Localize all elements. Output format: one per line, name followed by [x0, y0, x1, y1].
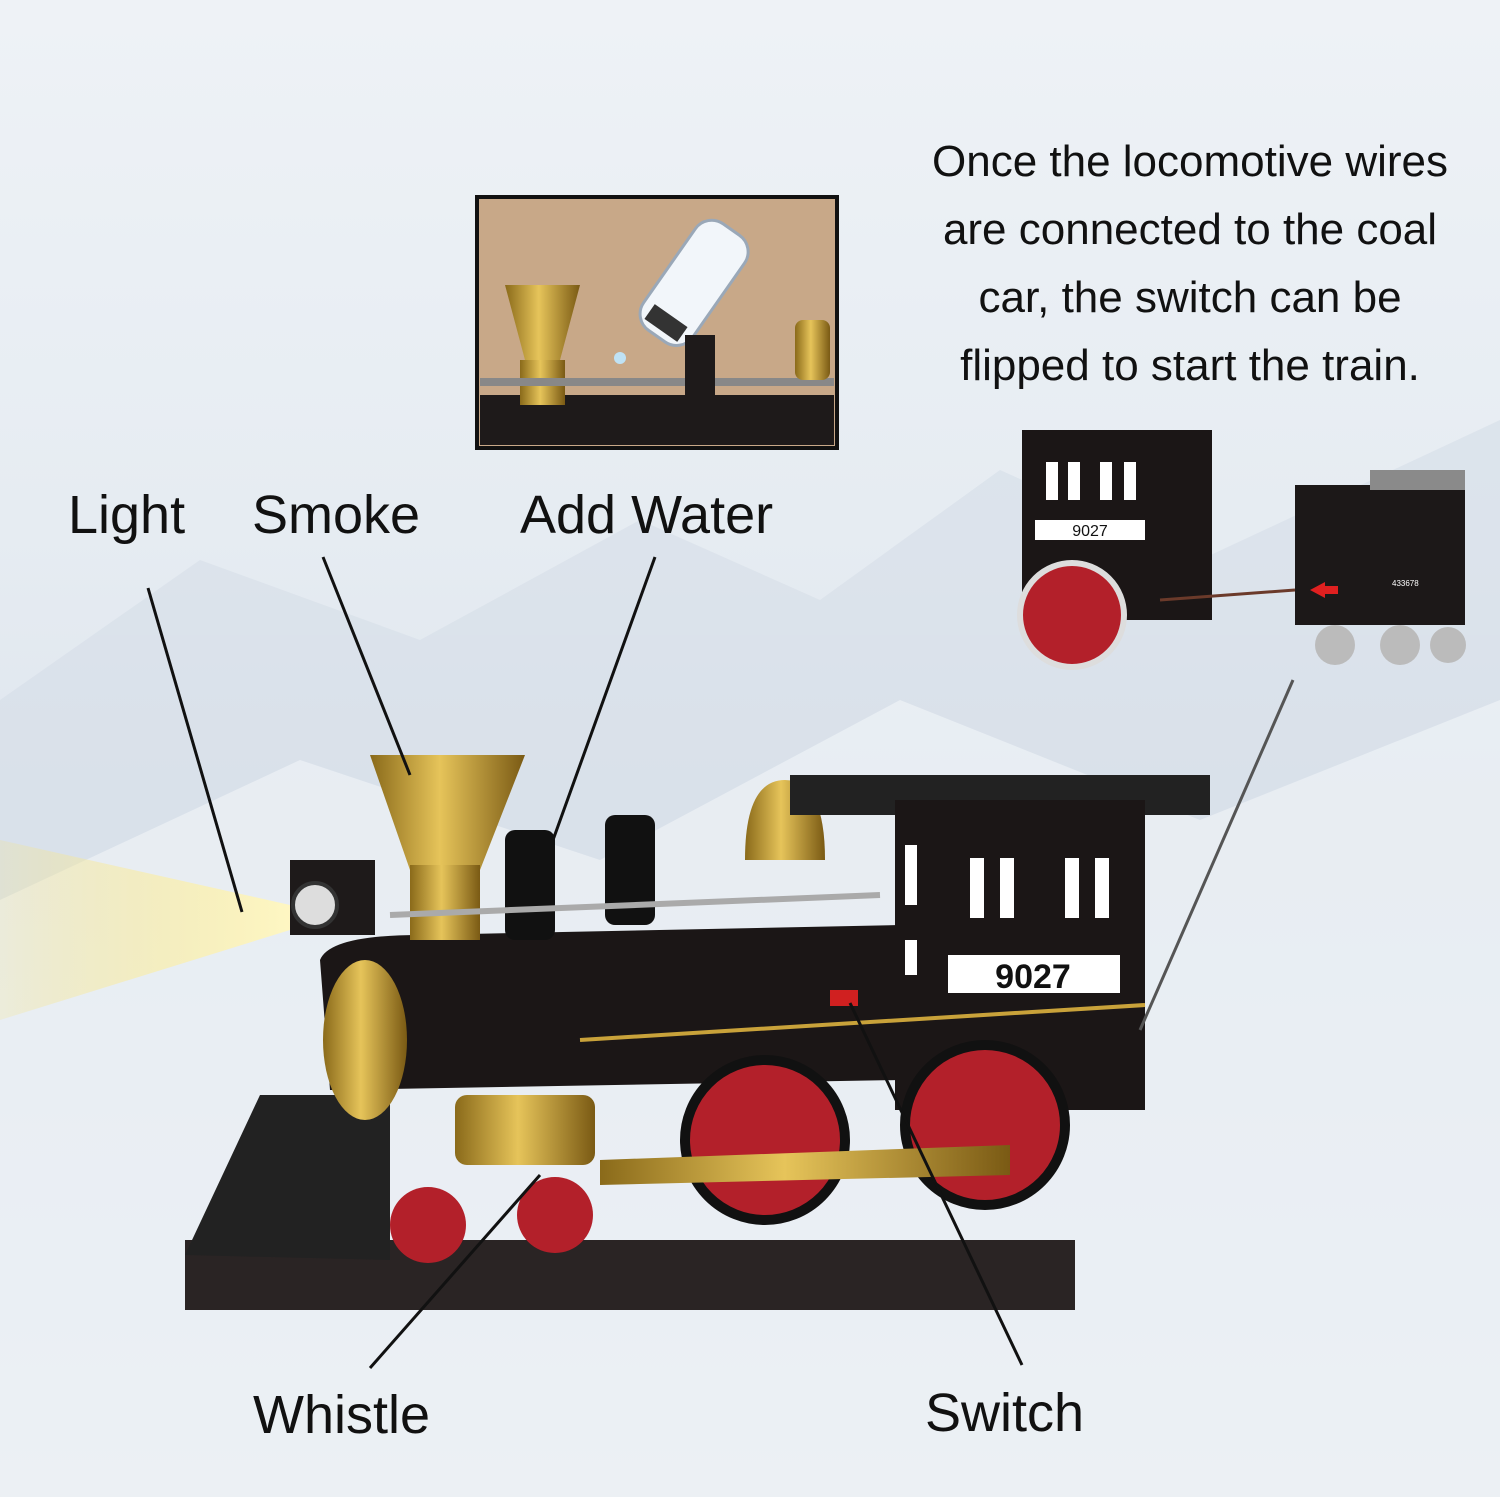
power-switch[interactable] [830, 990, 858, 1006]
switch-leader [848, 1002, 1024, 1366]
leader-lines [146, 556, 1295, 1369]
wire-connection-image: 9027 433678 [1017, 430, 1466, 670]
whistle-leader [368, 1174, 542, 1369]
tender-number: 433678 [1392, 579, 1419, 588]
smoke-leader [321, 556, 412, 776]
cab-number: 9027 [995, 958, 1071, 996]
label-switch: Switch [925, 1383, 1085, 1443]
connection-leader [1138, 679, 1295, 1031]
cab-number-small: 9027 [1072, 523, 1108, 540]
instruction-line: flipped to start the train. [960, 341, 1420, 390]
connection-instructions: Once the locomotive wires are connected … [880, 128, 1500, 400]
locomotive: 9027 [185, 755, 1210, 1310]
label-whistle: Whistle [253, 1385, 431, 1445]
label-add-water: Add Water [520, 485, 774, 545]
headlight-beam [0, 840, 290, 1020]
label-light: Light [68, 485, 186, 545]
instruction-line: are connected to the coal [942, 205, 1438, 254]
instruction-line: car, the switch can be [978, 273, 1402, 322]
label-smoke: Smoke [252, 485, 421, 545]
add-water-leader [551, 556, 657, 841]
light-leader [146, 587, 244, 913]
add-water-inset [475, 195, 839, 450]
instruction-line: Once the locomotive wires [932, 137, 1448, 186]
